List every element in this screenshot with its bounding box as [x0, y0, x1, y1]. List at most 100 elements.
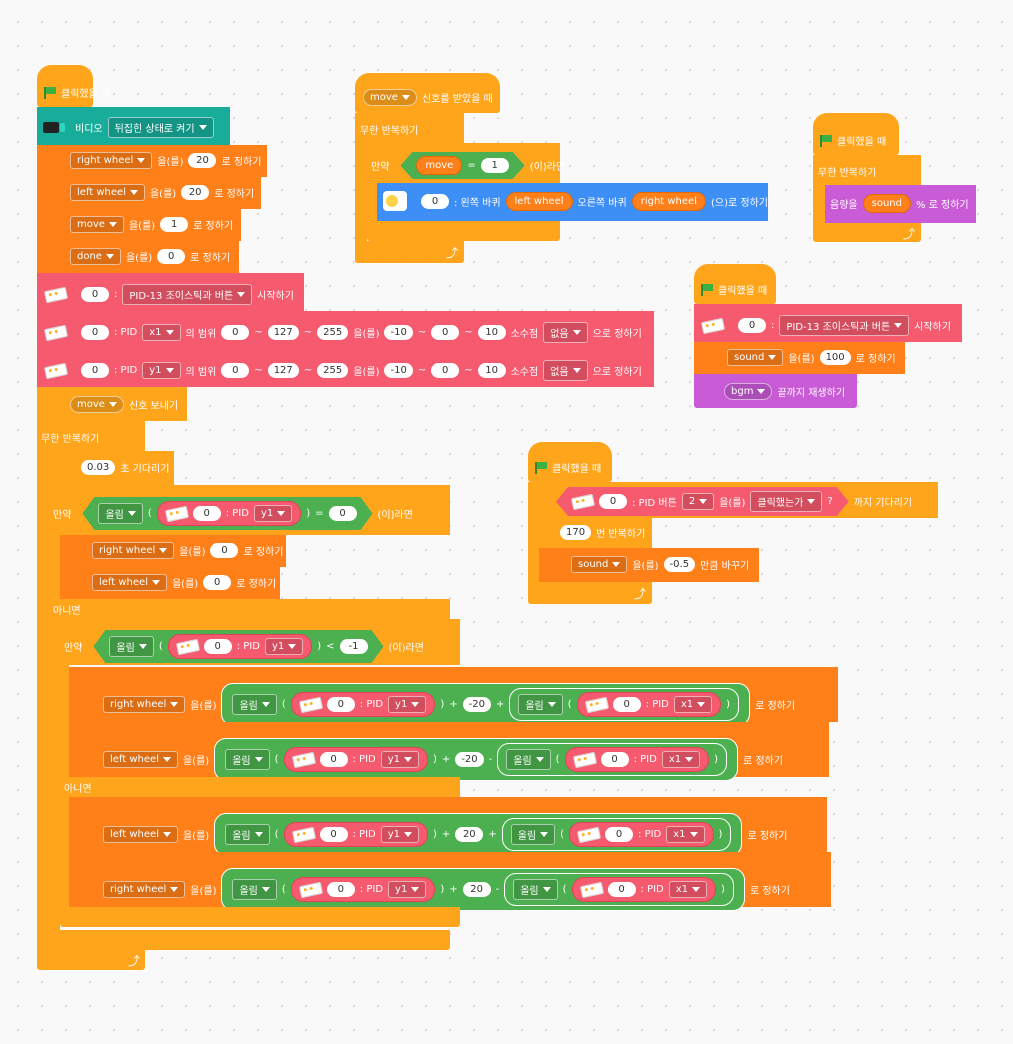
value-input[interactable]: 0	[157, 249, 186, 264]
move-variable-reporter[interactable]: move	[416, 156, 462, 175]
round-dropdown[interactable]: 올림	[506, 749, 551, 770]
sound-variable-reporter[interactable]: sound	[862, 194, 911, 213]
value-input[interactable]: 255	[317, 325, 349, 340]
value-input[interactable]: 255	[317, 363, 349, 378]
if-block[interactable]: 만약 move=1 (이)라면	[367, 143, 565, 183]
axis-dropdown[interactable]: y1	[265, 638, 303, 655]
round-dropdown[interactable]: 올림	[225, 824, 270, 845]
round-dropdown[interactable]: 올림	[98, 503, 142, 524]
value-input[interactable]: 0	[203, 575, 232, 590]
port-input[interactable]: 0	[319, 752, 348, 767]
port-input[interactable]: 0	[607, 882, 636, 897]
axis-dropdown[interactable]: x1	[668, 881, 708, 898]
seconds-input[interactable]: 0.03	[81, 460, 116, 475]
value-input[interactable]: 0	[329, 506, 357, 521]
value-input[interactable]: 20	[462, 882, 491, 897]
value-input[interactable]: 1	[160, 217, 189, 232]
round-dropdown[interactable]: 올림	[232, 694, 277, 715]
sound-dropdown[interactable]: bgm	[724, 383, 773, 400]
device-dropdown[interactable]: PID-13 조이스틱과 버튼	[779, 315, 910, 336]
port-input[interactable]: 0	[421, 193, 449, 209]
value-input[interactable]: -20	[462, 697, 491, 712]
condition-hex[interactable]: move=1	[400, 152, 524, 179]
left-wheel-reporter[interactable]: left wheel	[505, 191, 573, 211]
forever-block[interactable]: 무한 반복하기	[813, 155, 921, 185]
var-dropdown[interactable]: right wheel	[103, 696, 186, 713]
value-input[interactable]: 0	[221, 363, 250, 378]
when-flag-clicked-hat[interactable]: 클릭했을 때	[813, 113, 899, 155]
axis-dropdown[interactable]: y1	[254, 505, 292, 522]
right-wheel-reporter[interactable]: right wheel	[631, 191, 706, 211]
when-flag-clicked-hat[interactable]: 클릭했을 때	[694, 264, 776, 304]
port-input[interactable]: 0	[326, 697, 355, 712]
axis-dropdown[interactable]: y1	[388, 881, 427, 898]
when-flag-clicked-hat[interactable]: 클릭했을 때	[37, 65, 110, 107]
port-input[interactable]: 0	[600, 752, 629, 767]
round-dropdown[interactable]: 올림	[513, 879, 558, 900]
value-input[interactable]: 10	[477, 325, 506, 340]
port-input[interactable]: 0	[81, 287, 109, 302]
button-dropdown[interactable]: 2	[682, 493, 714, 510]
port-input[interactable]: 0	[193, 506, 221, 521]
port-input[interactable]: 0	[605, 827, 634, 842]
port-input[interactable]: 0	[81, 325, 109, 340]
when-flag-clicked-hat[interactable]: 클릭했을 때	[528, 442, 612, 482]
forever-block[interactable]: 무한 반복하기	[355, 113, 464, 143]
decimal-dropdown[interactable]: 없음	[543, 360, 588, 381]
value-input[interactable]: 0	[210, 543, 239, 558]
forever-block[interactable]: 무한 반복하기	[37, 421, 145, 451]
value-input[interactable]: 127	[267, 363, 299, 378]
port-input[interactable]: 0	[204, 639, 232, 654]
message-dropdown[interactable]: move	[363, 89, 417, 106]
value-input[interactable]: 0	[431, 363, 460, 378]
value-input[interactable]: 100	[819, 350, 851, 365]
axis-dropdown[interactable]: y1	[142, 362, 181, 379]
var-dropdown[interactable]: right wheel	[103, 881, 186, 898]
value-input[interactable]: -10	[384, 325, 413, 340]
device-dropdown[interactable]: PID-13 조이스틱과 버튼	[122, 284, 253, 305]
value-input[interactable]: 0	[221, 325, 250, 340]
var-dropdown[interactable]: left wheel	[103, 826, 178, 843]
value-input[interactable]: -1	[340, 639, 368, 654]
round-dropdown[interactable]: 올림	[518, 694, 563, 715]
video-option-dropdown[interactable]: 뒤집힌 상태로 켜기	[107, 117, 214, 138]
decimal-dropdown[interactable]: 없음	[543, 322, 588, 343]
var-dropdown[interactable]: done	[70, 248, 121, 265]
state-dropdown[interactable]: 클릭했는가	[750, 491, 822, 512]
value-input[interactable]: 20	[455, 827, 484, 842]
var-dropdown[interactable]: move	[70, 216, 124, 233]
var-dropdown[interactable]: sound	[727, 349, 784, 366]
